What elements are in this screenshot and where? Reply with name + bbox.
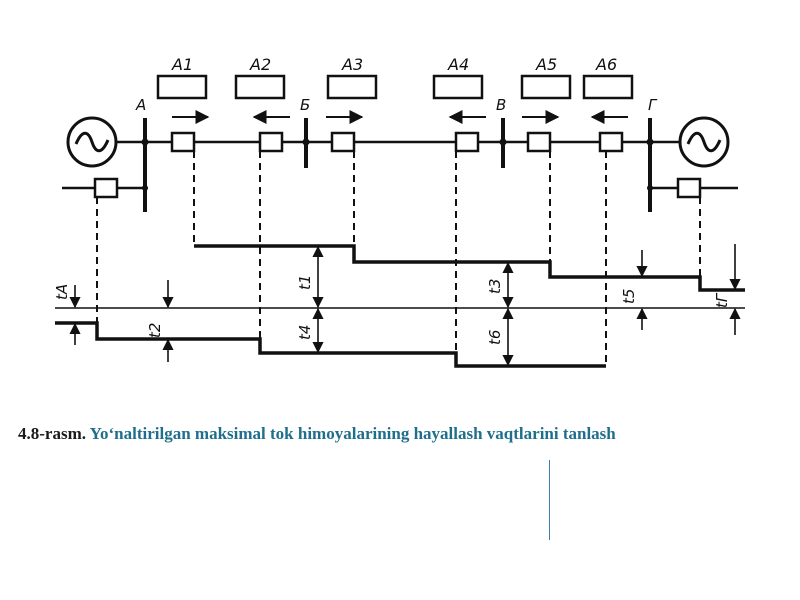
bus-label-b: Б <box>300 96 310 114</box>
ct-4 <box>454 131 480 153</box>
ct-g <box>676 177 702 199</box>
ct-5 <box>526 131 552 153</box>
bus-junctions <box>141 138 654 191</box>
relay-label-a4: A4 <box>447 55 469 74</box>
relay-a5 <box>520 74 572 100</box>
buses <box>143 118 652 212</box>
relay-a3 <box>326 74 378 100</box>
time-label-tg: tГ <box>713 292 731 308</box>
time-label-t6: t6 <box>486 330 504 345</box>
figure-caption: 4.8-rasm. Yo‘naltirilgan maksimal tok hi… <box>18 424 788 444</box>
ct-a <box>93 177 119 199</box>
lower-time-curve <box>55 321 606 368</box>
protection-timing-diagram: A1 A2 A3 A4 A5 A6 А Б В Г <box>53 55 745 368</box>
relay-a2 <box>234 74 286 100</box>
bus-label-a: А <box>135 96 146 114</box>
relay-a4 <box>432 74 484 100</box>
ct-3 <box>330 131 356 153</box>
relay-label-a5: A5 <box>535 55 557 74</box>
relay-label-a2: A2 <box>249 55 271 74</box>
generator-right-icon <box>678 116 730 168</box>
time-label-ta: tА <box>53 284 71 300</box>
ct-6 <box>598 131 624 153</box>
figure-title: Yo‘naltirilgan maksimal tok himoyalarini… <box>89 424 616 443</box>
time-label-t5: t5 <box>620 289 638 304</box>
upper-time-curve <box>194 244 745 292</box>
relay-label-a6: A6 <box>595 55 617 74</box>
figure-number: 4.8-rasm. <box>18 424 86 443</box>
generator-left-icon <box>66 116 118 168</box>
bus-label-v: В <box>496 96 506 114</box>
time-label-t3: t3 <box>486 279 504 294</box>
relay-a1 <box>156 74 208 100</box>
line-current-transformers <box>93 131 702 199</box>
relay-a6 <box>582 74 634 100</box>
time-label-t2: t2 <box>146 323 164 338</box>
dashed-projection-lines <box>96 151 701 366</box>
time-label-t1: t1 <box>296 275 314 290</box>
time-label-t4: t4 <box>296 325 314 340</box>
bus-label-g: Г <box>648 96 658 114</box>
ct-1 <box>170 131 196 153</box>
relay-label-a1: A1 <box>171 55 193 74</box>
relay-label-a3: A3 <box>341 55 363 74</box>
dimension-arrows <box>69 244 741 367</box>
relay-boxes <box>156 74 634 100</box>
ct-2 <box>258 131 284 153</box>
vertical-divider <box>549 460 550 540</box>
